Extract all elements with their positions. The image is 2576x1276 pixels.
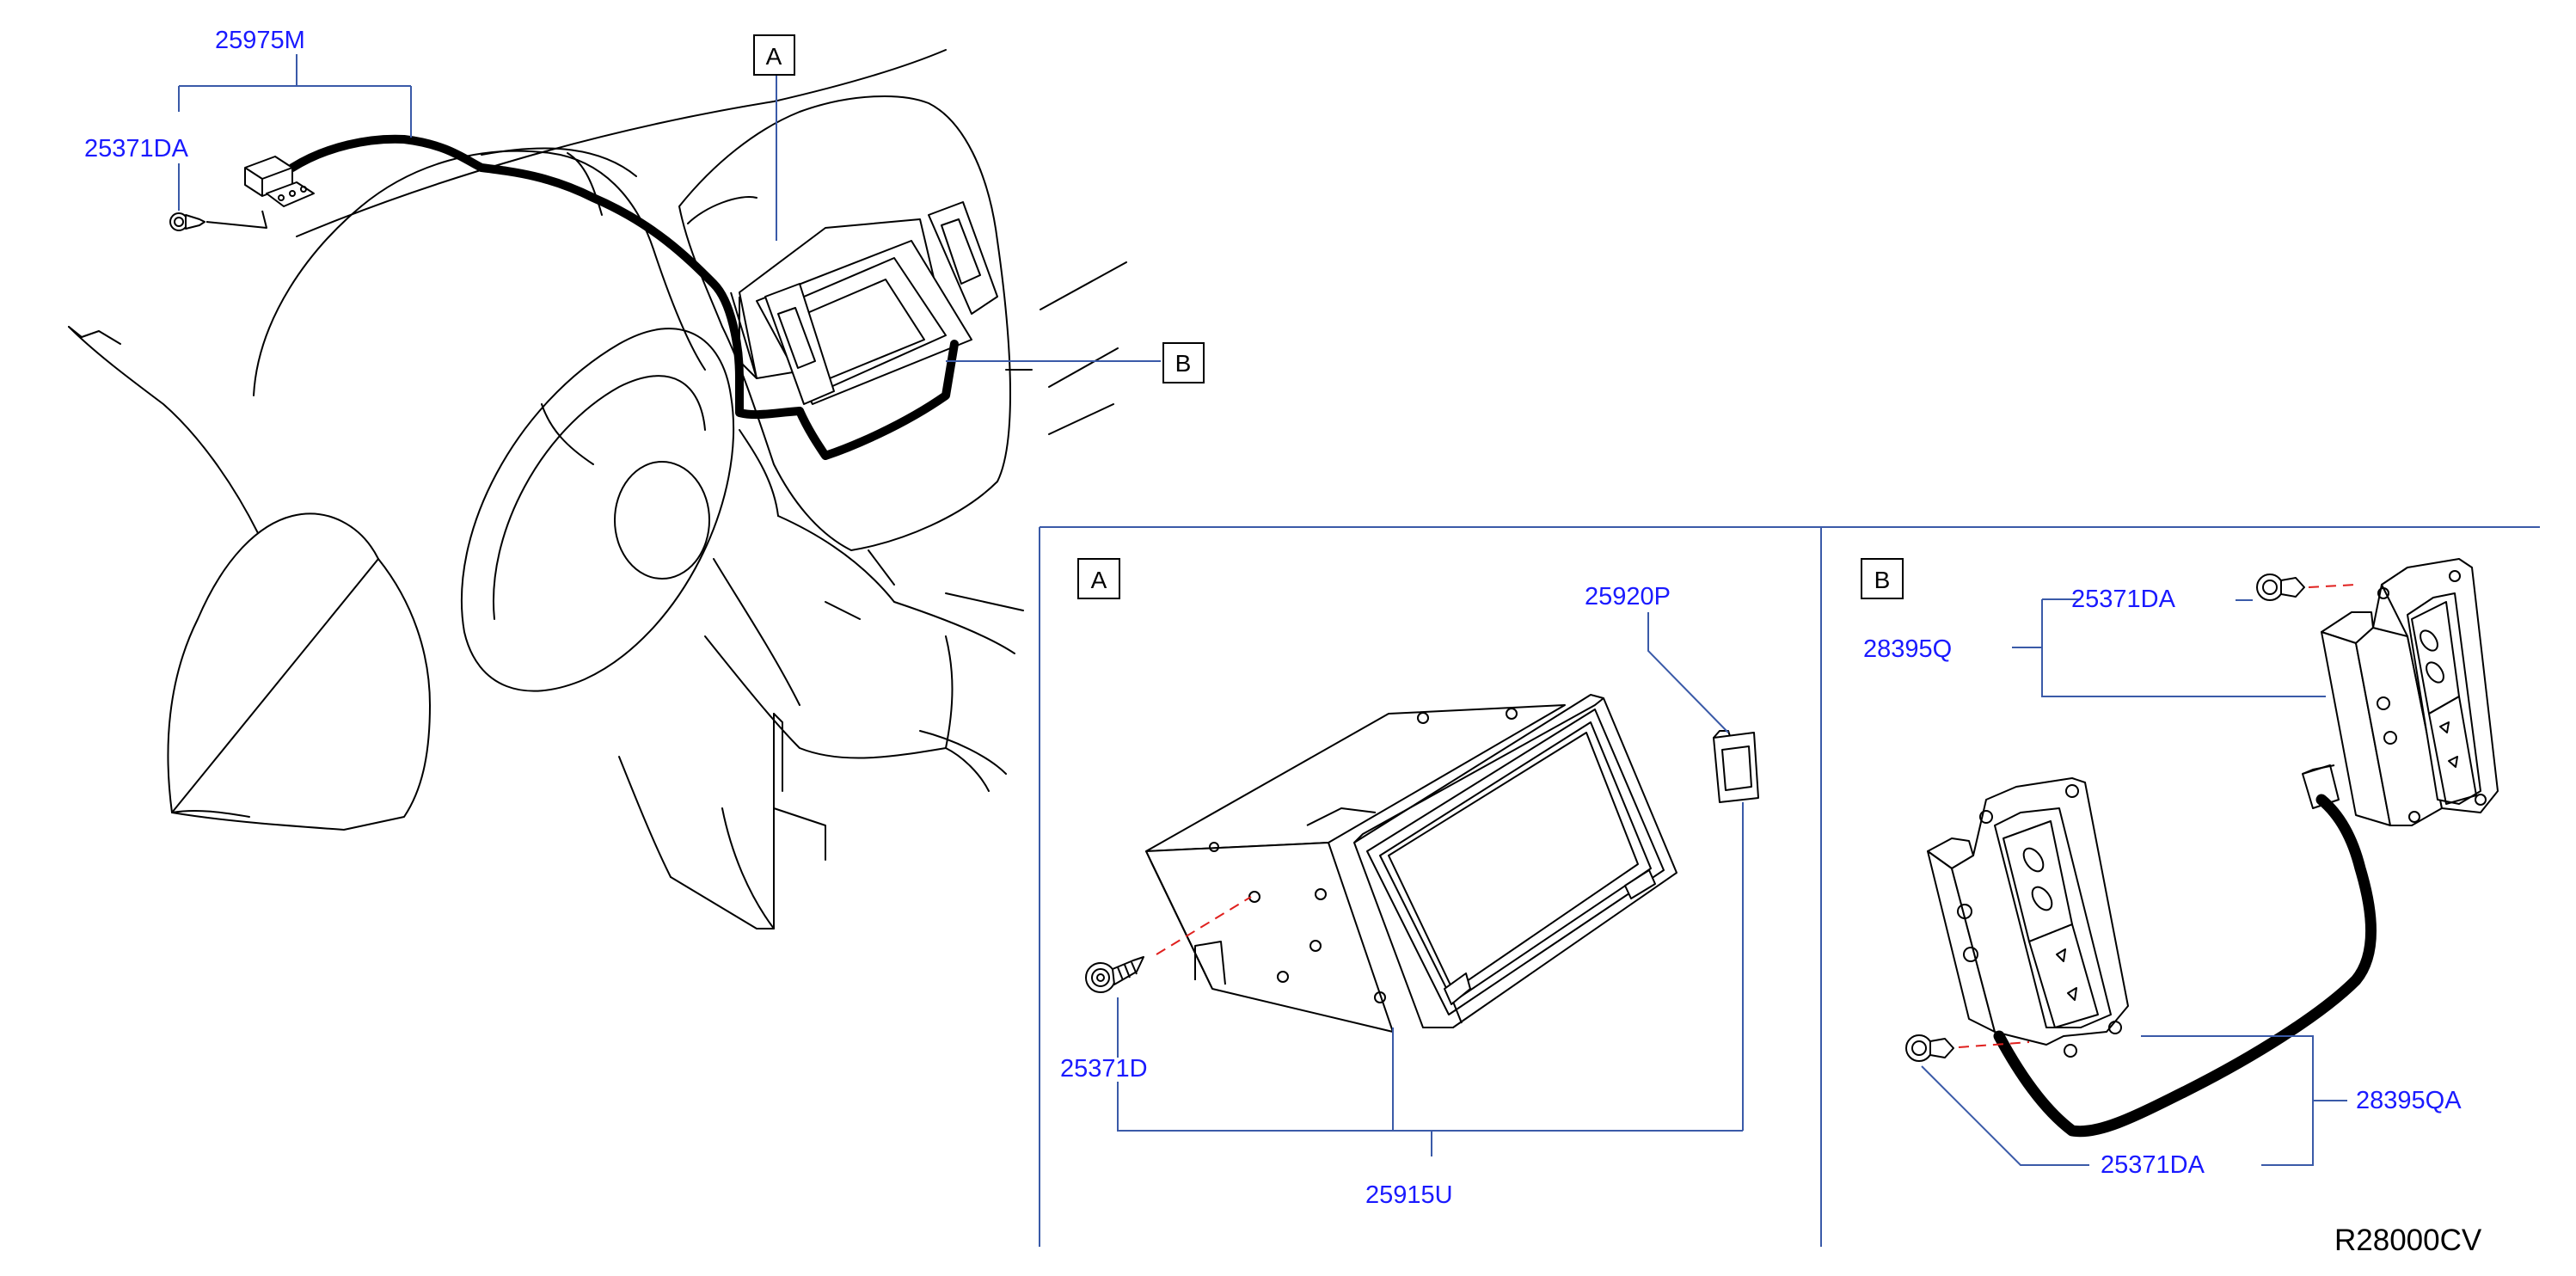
panel-b-leaders bbox=[1921, 598, 2347, 1166]
panel-a-screw-part-number: 25371D bbox=[1060, 1055, 1148, 1083]
panel-b-top-screw-dashline bbox=[2308, 584, 2357, 588]
panel-a-label-box: A bbox=[1077, 558, 1120, 599]
callout-b-box: B bbox=[1162, 342, 1205, 383]
switch-assy-alt-part-number: 28395QA bbox=[2356, 1087, 2462, 1114]
panel-b-bottom-screw-part-number: 25371DA bbox=[2101, 1151, 2205, 1179]
overview-harness bbox=[169, 134, 959, 460]
lower-switch-drawing bbox=[1927, 777, 2129, 1058]
display-unit-drawing bbox=[1145, 694, 1677, 1033]
panel-a-screw-drawing bbox=[1085, 956, 1144, 993]
panel-a-screw-dashline bbox=[1156, 896, 1252, 955]
callout-a-letter: A bbox=[766, 43, 782, 70]
drawing-code: R28000CV bbox=[2334, 1224, 2482, 1257]
callout-a-box: A bbox=[753, 34, 795, 76]
display-unit-part-number: 25915U bbox=[1365, 1181, 1453, 1209]
panel-b-top-screw-part-number: 25371DA bbox=[2071, 586, 2176, 613]
panel-frames bbox=[1039, 526, 2540, 1247]
callout-b-letter: B bbox=[1175, 350, 1192, 377]
panel-a: A bbox=[1060, 558, 1759, 1209]
panel-b-bottom-screw-drawing bbox=[1905, 1034, 1954, 1062]
switch-harness-drawing bbox=[1993, 794, 2377, 1138]
panel-b: B bbox=[1861, 558, 2499, 1179]
panel-b-bottom-screw-dashline bbox=[1958, 1041, 2030, 1048]
upper-switch-drawing bbox=[2302, 558, 2499, 826]
sd-card-drawing bbox=[1713, 730, 1759, 803]
harness-part-number: 25975M bbox=[215, 27, 305, 54]
screw-part-number: 25371DA bbox=[84, 135, 189, 163]
panel-a-letter: A bbox=[1091, 567, 1107, 593]
sd-card-part-number: 25920P bbox=[1585, 583, 1671, 610]
dashboard-line-art bbox=[68, 49, 1127, 929]
overview-head-unit bbox=[730, 201, 998, 405]
panel-b-top-screw-drawing bbox=[2256, 574, 2305, 601]
panel-a-leaders bbox=[1117, 612, 1744, 1156]
panel-b-letter: B bbox=[1874, 567, 1891, 593]
panel-b-label-box: B bbox=[1861, 558, 1904, 599]
overview-leaders bbox=[178, 54, 1161, 362]
switch-assy-part-number: 28395Q bbox=[1863, 635, 1952, 663]
